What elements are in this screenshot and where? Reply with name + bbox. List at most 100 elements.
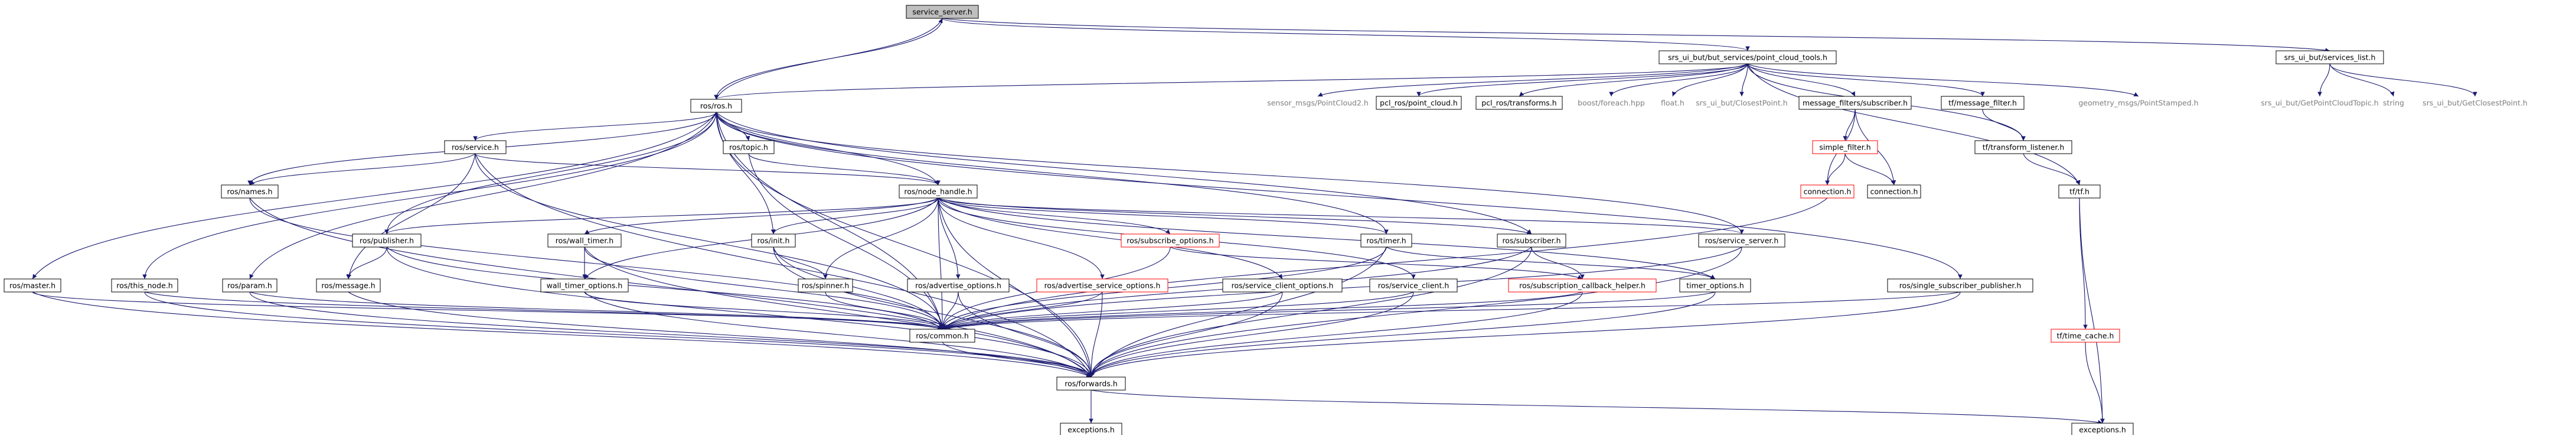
node-label: ros/timer.h: [1366, 236, 1406, 245]
edge-tf_tf_h-to-tf_time_cache: [2079, 197, 2088, 330]
node-ros-sub-cb-helper[interactable]: ros/subscription_callback_helper.h: [1508, 278, 1657, 293]
edge-ros_master-to-ros_common: [32, 291, 945, 330]
node-box: [1812, 140, 1878, 154]
node-ros-advertise-service-options[interactable]: ros/advertise_service_options.h: [1036, 278, 1168, 293]
edge-ros_publisher-to-ros_message: [346, 246, 387, 280]
node-tf-time-cache[interactable]: tf/time_cache.h: [2051, 329, 2120, 343]
node-ros-common[interactable]: ros/common.h: [909, 329, 975, 343]
edge-ros_ros_h-to-ros_this_node: [142, 112, 717, 280]
edge-tf_time_cache-to-exceptions_right: [2085, 342, 2105, 424]
node-ros-subscriber[interactable]: ros/subscriber.h: [1497, 233, 1566, 248]
node-box: [352, 233, 422, 248]
node-ros-node-handle[interactable]: ros/node_handle.h: [899, 184, 978, 199]
node-ros-this-node[interactable]: ros/this_node.h: [111, 278, 178, 293]
edge-ros_wall_timer-to-ros_common: [584, 246, 945, 330]
node-label: sensor_msgs/PointCloud2.h: [1267, 99, 1369, 108]
node-label: ros/service.h: [452, 143, 499, 152]
node-tf-transform-listener[interactable]: tf/transform_listener.h: [1974, 140, 2072, 154]
edge-ros_service_client_options-to-ros_forwards: [1089, 291, 1283, 378]
node-box: [798, 278, 853, 293]
node-point-cloud-tools-h[interactable]: srs_ui_but/but_services/point_cloud_tool…: [1658, 50, 1837, 64]
edge-ros_init-to-ros_spinner: [773, 246, 828, 280]
edge-ros_node_handle-to-ros_spinner: [823, 197, 939, 280]
node-ros-spinner[interactable]: ros/spinner.h: [798, 278, 853, 293]
node-label: tf/message_filter.h: [1948, 99, 2017, 108]
edge-ros_node_handle-to-ros_wall_timer: [584, 197, 939, 235]
node-simple-filter[interactable]: simple_filter.h: [1812, 140, 1878, 154]
node-box: [221, 184, 279, 199]
edge-wall_timer_options-to-ros_common: [584, 291, 945, 330]
node-pcl-ros-point-cloud[interactable]: pcl_ros/point_cloud.h: [1376, 96, 1462, 110]
edge-point_cloud_tools_h-to-tf_tf_h: [1747, 63, 2080, 186]
edge-ros_master-to-ros_forwards: [32, 291, 1092, 378]
node-ros-single-sub-pub[interactable]: ros/single_subscriber_publisher.h: [1887, 278, 2033, 293]
node-wall-timer-options[interactable]: wall_timer_options.h: [540, 278, 629, 293]
node-ros-service-server[interactable]: ros/service_server.h: [1698, 233, 1785, 248]
edge-ros_sub_cb_helper-to-ros_forwards: [1089, 291, 1583, 378]
node-tf-tf-h[interactable]: tf/tf.h: [2058, 184, 2101, 199]
node-ros-timer[interactable]: ros/timer.h: [1360, 233, 1412, 248]
edge-ros_common-to-ros_forwards: [942, 342, 1092, 378]
node-ros-service[interactable]: ros/service.h: [444, 140, 507, 154]
node-ros-wall-timer[interactable]: ros/wall_timer.h: [547, 233, 622, 248]
node-service-server-h[interactable]: service_server.h: [906, 5, 979, 19]
node-ros-service-client[interactable]: ros/service_client.h: [1369, 278, 1458, 293]
edge-ros_node_handle-to-ros_publisher: [384, 197, 939, 235]
node-ros-names[interactable]: ros/names.h: [221, 184, 279, 199]
node-ros-init[interactable]: ros/init.h: [751, 233, 796, 248]
node-box: [222, 278, 277, 293]
node-ros-publisher[interactable]: ros/publisher.h: [352, 233, 422, 248]
node-box: [899, 184, 978, 199]
node-label: ros/service_client.h: [1378, 281, 1449, 290]
edge-service_server_h-to-services_list_h: [942, 18, 2330, 53]
edge-ros_this_node-to-ros_forwards: [144, 291, 1093, 378]
edge-ros_node_handle-to-ros_forwards: [938, 197, 1093, 378]
edge-point_cloud_tools_h-to-pcl_ros_point_cloud: [1416, 63, 1748, 97]
node-exceptions-left[interactable]: exceptions.h: [1060, 423, 1122, 435]
node-pcl-ros-transforms[interactable]: pcl_ros/transforms.h: [1475, 96, 1563, 110]
node-tf-message-filter[interactable]: tf/message_filter.h: [1941, 96, 2025, 110]
edge-point_cloud_tools_h-to-geometry_msgs_ps: [1747, 63, 2139, 97]
node-label: ros/subscriber.h: [1502, 236, 1560, 245]
node-ros-service-client-options[interactable]: ros/service_client_options.h: [1222, 278, 1343, 293]
node-ros-forwards[interactable]: ros/forwards.h: [1056, 376, 1126, 391]
node-timer-options[interactable]: timer_options.h: [1679, 278, 1751, 293]
node-label: ros/topic.h: [729, 143, 768, 152]
node-ros-message[interactable]: ros/message.h: [316, 278, 381, 293]
node-label: ros/node_handle.h: [904, 187, 972, 196]
node-label: ros/subscribe_options.h: [1127, 236, 1213, 245]
node-mf-subscriber[interactable]: message_filters/subscriber.h: [1798, 96, 1912, 110]
edge-point_cloud_tools_h-to-tf_message_filter: [1747, 63, 1985, 97]
edge-ros_param-to-ros_common: [249, 291, 943, 330]
node-ros-topic[interactable]: ros/topic.h: [723, 140, 775, 154]
edge-ros_ros_h-to-service_server_h: [716, 18, 943, 100]
node-connection-red[interactable]: connection.h: [1800, 184, 1855, 199]
edge-ros_service_client_options-to-ros_common: [942, 291, 1283, 330]
edge-ros_ros_h-to-ros_service_server: [716, 112, 1744, 235]
node-label: wall_timer_options.h: [547, 281, 623, 290]
edge-ros_timer-to-timer_options: [1386, 246, 1716, 280]
edge-point_cloud_tools_h-to-float_h: [1672, 63, 1748, 97]
node-label: string: [2383, 99, 2404, 108]
edge-ros_node_handle-to-ros_init: [771, 197, 939, 235]
node-box: [1974, 140, 2072, 154]
node-connection-black[interactable]: connection.h: [1867, 184, 1921, 199]
node-exceptions-right[interactable]: exceptions.h: [2071, 423, 2134, 435]
node-ros-ros-h[interactable]: ros/ros.h: [690, 99, 742, 113]
node-ros-master[interactable]: ros/master.h: [4, 278, 61, 293]
node-label: tf/tf.h: [2069, 187, 2089, 196]
node-services-list-h[interactable]: srs_ui_but/services_list.h: [2275, 50, 2384, 64]
node-label: ros/forwards.h: [1065, 379, 1118, 388]
node-box: [906, 5, 979, 19]
node-label: message_filters/subscriber.h: [1803, 99, 1908, 108]
edge-tf_message_filter-to-tf_transform_listener: [1982, 109, 2026, 141]
node-ros-advertise-options[interactable]: ros/advertise_options.h: [907, 278, 1010, 293]
edge-services_list_h-to-get_pct_h: [2317, 63, 2330, 97]
edge-ros_advertise_options-to-ros_forwards: [958, 291, 1093, 378]
edge-ros_this_node-to-ros_common: [144, 291, 943, 330]
node-box: [1475, 96, 1563, 110]
node-label: ros/ros.h: [700, 102, 732, 111]
edge-ros_ros_h-to-ros_init: [716, 112, 776, 235]
node-ros-subscribe-options[interactable]: ros/subscribe_options.h: [1121, 233, 1220, 248]
node-ros-param[interactable]: ros/param.h: [222, 278, 277, 293]
